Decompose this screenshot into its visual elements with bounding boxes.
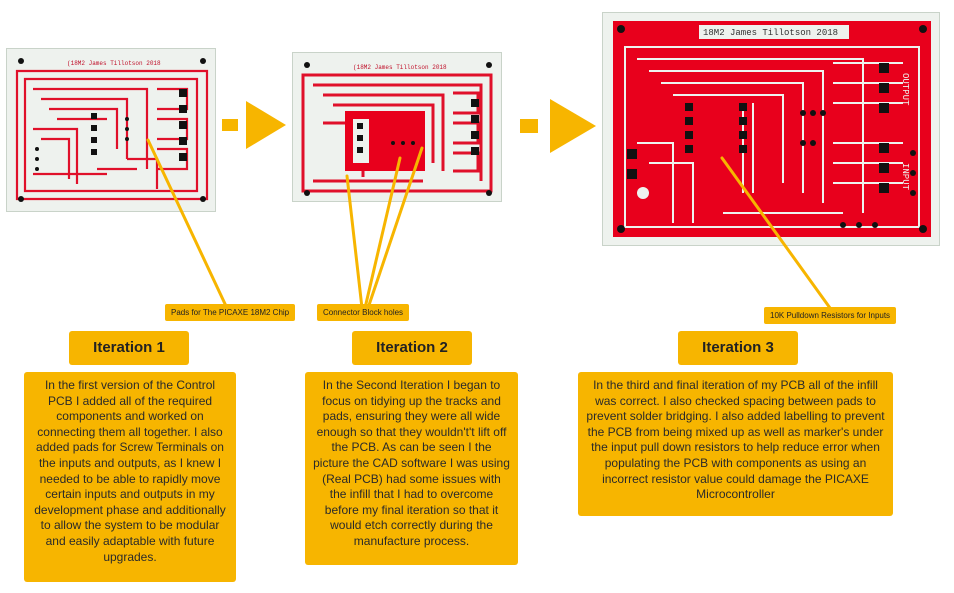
pcb-input-label: INPUT (900, 163, 910, 191)
iteration-1-title: Iteration 1 (69, 331, 189, 365)
arrow-right-icon (520, 99, 596, 153)
iteration-2-description: In the Second Iteration I began to focus… (305, 372, 518, 565)
pcb-drawing-1: (18M2 James Tillotson 2018 (7, 49, 215, 211)
iteration-2-text: In the Second Iteration I began to focus… (313, 378, 510, 548)
pcb-image-iteration-2: (18M2 James Tillotson 2018 (292, 52, 502, 202)
iteration-1-text: In the first version of the Control PCB … (34, 378, 226, 564)
callout-resistors: 10K Pulldown Resistors for Inputs (764, 307, 897, 324)
arrow-right-icon (222, 101, 286, 149)
pcb-drawing-2: (18M2 James Tillotson 2018 (293, 53, 501, 201)
callout-connector: Connector Block holes (317, 304, 410, 321)
pcb-label-3: 18M2 James Tillotson 2018 (703, 28, 838, 38)
pcb-output-label: OUTPUT (900, 73, 910, 106)
pcb-label-1: (18M2 James Tillotson 2018 (67, 60, 161, 67)
iteration-1-description: In the first version of the Control PCB … (24, 372, 236, 582)
iteration-3-description: In the third and final iteration of my P… (578, 372, 893, 516)
iteration-3-title: Iteration 3 (678, 331, 798, 365)
callout-pads: Pads for The PICAXE 18M2 Chip (165, 304, 296, 321)
iteration-3-text: In the third and final iteration of my P… (586, 378, 885, 502)
iteration-2-title: Iteration 2 (352, 331, 472, 365)
pcb-drawing-3: 18M2 James Tillotson 2018 OUTPUT INPUT (603, 13, 939, 245)
pcb-label-2: (18M2 James Tillotson 2018 (353, 64, 447, 71)
pcb-image-iteration-3: 18M2 James Tillotson 2018 OUTPUT INPUT (602, 12, 940, 246)
pcb-image-iteration-1: (18M2 James Tillotson 2018 (6, 48, 216, 212)
